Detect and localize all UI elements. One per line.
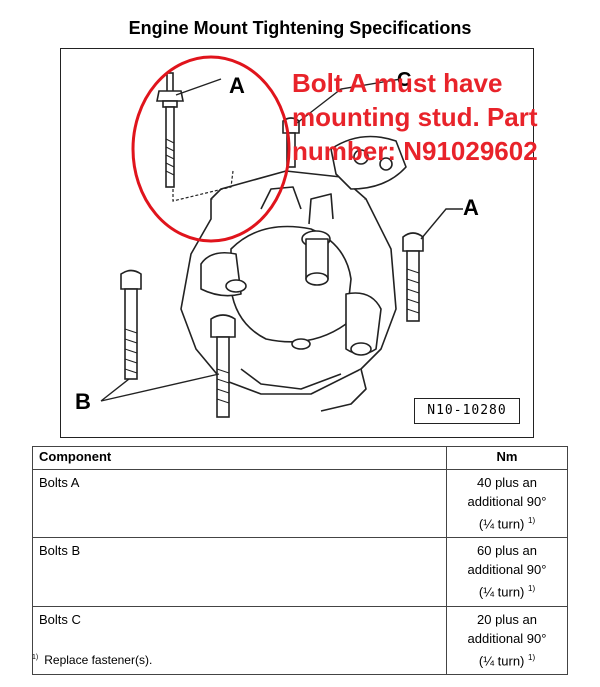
table-row: Bolts B 60 plus an additional 90° (¼ tur… [32, 537, 568, 607]
red-annotation: Bolt A must have mounting stud. Part num… [292, 66, 598, 168]
bolt-b-center [210, 314, 236, 418]
bracket-c [330, 135, 407, 190]
bolt-b-left [120, 269, 142, 380]
footnote: 1) Replace fastener(s). [32, 653, 152, 667]
row-nm: 40 plus an additional 90° (¼ turn) 1) [446, 468, 568, 539]
bolt-a-top [156, 72, 184, 188]
annotation-line-3: number: N91029602 [292, 136, 538, 166]
engine-mount-figure: A C A B N10-10280 [60, 48, 534, 438]
row-component: Bolts C [32, 605, 447, 675]
table-row: Bolts A 40 plus an additional 90° (¼ tur… [32, 468, 568, 539]
footnote-ref: 1) [528, 516, 536, 525]
mount-center-block [230, 225, 352, 343]
footnote-text: Replace fastener(s). [44, 653, 153, 667]
callout-a-right: A [463, 195, 479, 220]
footnote-ref: 1) [528, 652, 536, 662]
engine-mount-drawing [100, 55, 463, 418]
row-component: Bolts B [32, 537, 447, 607]
table-row: Bolts C 20 plus an additional 90° (¼ tur… [32, 605, 568, 675]
table-header-row: Component Nm [32, 446, 568, 470]
page-title: Engine Mount Tightening Specifications [128, 18, 472, 38]
annotation-line-2: mounting stud. Part [292, 102, 538, 132]
footnote-marker: 1) [32, 654, 39, 661]
row-component: Bolts A [32, 468, 447, 539]
footnote-ref: 1) [528, 584, 536, 594]
figure-reference: N10-10280 [414, 398, 520, 424]
callout-a-top: A [229, 73, 245, 98]
highlight-circle [131, 55, 291, 243]
row-nm: 20 plus an additional 90° (¼ turn) 1) [446, 605, 568, 675]
bolt-a-right [402, 232, 424, 322]
torque-spec-table: Component Nm Bolts A 40 plus an addition… [32, 446, 568, 675]
callout-c: C [397, 69, 412, 91]
header-component: Component [32, 446, 447, 470]
row-nm: 60 plus an additional 90° (¼ turn) 1) [446, 537, 568, 607]
header-nm: Nm [446, 446, 568, 470]
callout-b: B [75, 389, 91, 414]
annotation-line-1: Bolt A must have [292, 68, 503, 98]
